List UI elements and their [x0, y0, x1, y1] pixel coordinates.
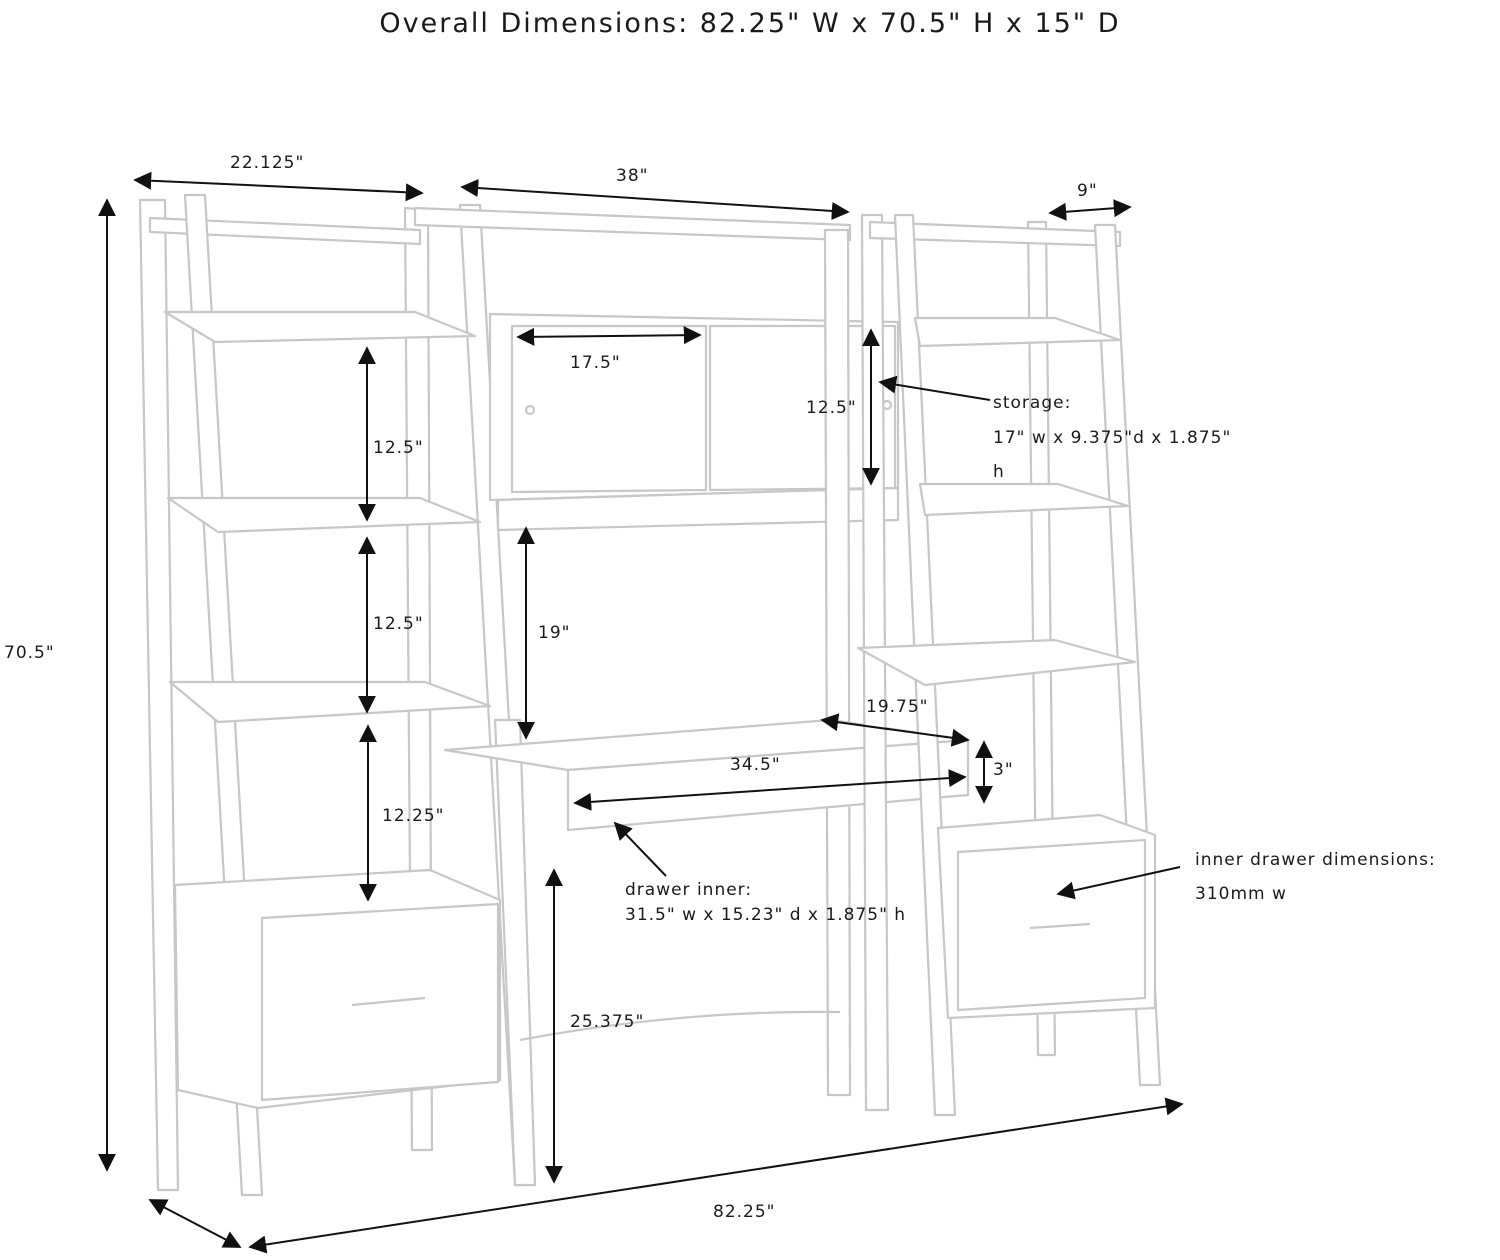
label-door-width: 17.5" — [570, 353, 621, 373]
inner-drawer-note-dims: 310mm w — [1195, 884, 1287, 904]
label-overall-width: 82.25" — [713, 1202, 776, 1222]
storage-note-dims-h: h — [993, 462, 1005, 482]
right-drawer-handle — [1029, 922, 1091, 930]
dim-arrow-desk-depth — [820, 713, 970, 747]
left-shelf-2 — [166, 496, 482, 534]
label-drawer-height: 3" — [993, 760, 1014, 780]
label-desk-clearance: 19" — [538, 623, 571, 643]
dim-arrow-drawer-pointer — [613, 821, 667, 877]
label-desk-height: 25.375" — [570, 1012, 645, 1032]
label-center-width: 38" — [616, 166, 649, 186]
left-door-knob — [524, 404, 536, 416]
right-shelf-1 — [913, 316, 1122, 348]
dim-arrow-right-depth — [1048, 199, 1132, 221]
overall-dimensions-title: Overall Dimensions: 82.25" W x 70.5" H x… — [379, 8, 1121, 39]
storage-note-dims: 17" w x 9.375"d x 1.875" — [993, 428, 1232, 448]
right-shelf-3 — [856, 638, 1137, 687]
label-desk-depth: 19.75" — [866, 697, 929, 717]
desk-stretcher — [519, 1010, 841, 1042]
left-drawer-handle — [351, 996, 426, 1007]
right-drawer-front — [956, 838, 1147, 1012]
left-bookcase-top-rail — [148, 216, 422, 246]
left-shelf-1 — [163, 310, 477, 344]
right-bookcase-top-rail — [868, 220, 1122, 248]
label-shelf-gap-2: 12.5" — [373, 614, 424, 634]
label-cabinet-height: 12.5" — [806, 398, 857, 418]
dim-arrow-overall-width — [248, 1097, 1184, 1254]
left-shelf-3 — [168, 680, 492, 724]
hutch-left-door — [510, 324, 708, 494]
drawer-inner-note-title: drawer inner: — [625, 880, 753, 900]
left-bookcase — [138, 193, 537, 1197]
dim-arrow-overall-depth — [148, 1199, 242, 1248]
storage-note-title: storage: — [993, 393, 1072, 413]
left-bookcase-back-left-leg — [138, 198, 180, 1192]
dim-arrow-left-width — [133, 171, 424, 202]
dim-arrow-storage-pointer — [878, 375, 991, 401]
inner-drawer-note-title: inner drawer dimensions: — [1195, 850, 1436, 870]
label-overall-height: 70.5" — [4, 643, 55, 663]
dim-arrow-center-width — [460, 179, 850, 220]
dim-arrow-desk-width — [573, 769, 967, 811]
label-shelf-gap-1: 12.5" — [373, 438, 424, 458]
label-shelf-gap-3: 12.25" — [382, 806, 445, 826]
right-bookcase — [856, 213, 1162, 1117]
dim-arrow-inner-drawer-pointer — [1056, 866, 1181, 900]
hutch-shelf-bottom — [496, 486, 900, 532]
label-right-depth: 9" — [1077, 181, 1098, 201]
desk-right-leg — [823, 228, 852, 1097]
right-shelf-2 — [918, 482, 1130, 517]
drawer-inner-note-dims: 31.5" w x 15.23" d x 1.875" h — [625, 905, 907, 925]
dim-arrow-door-width — [516, 326, 702, 346]
center-desk — [413, 206, 970, 1187]
label-desk-width: 34.5" — [730, 755, 781, 775]
label-left-width: 22.125" — [230, 153, 305, 173]
